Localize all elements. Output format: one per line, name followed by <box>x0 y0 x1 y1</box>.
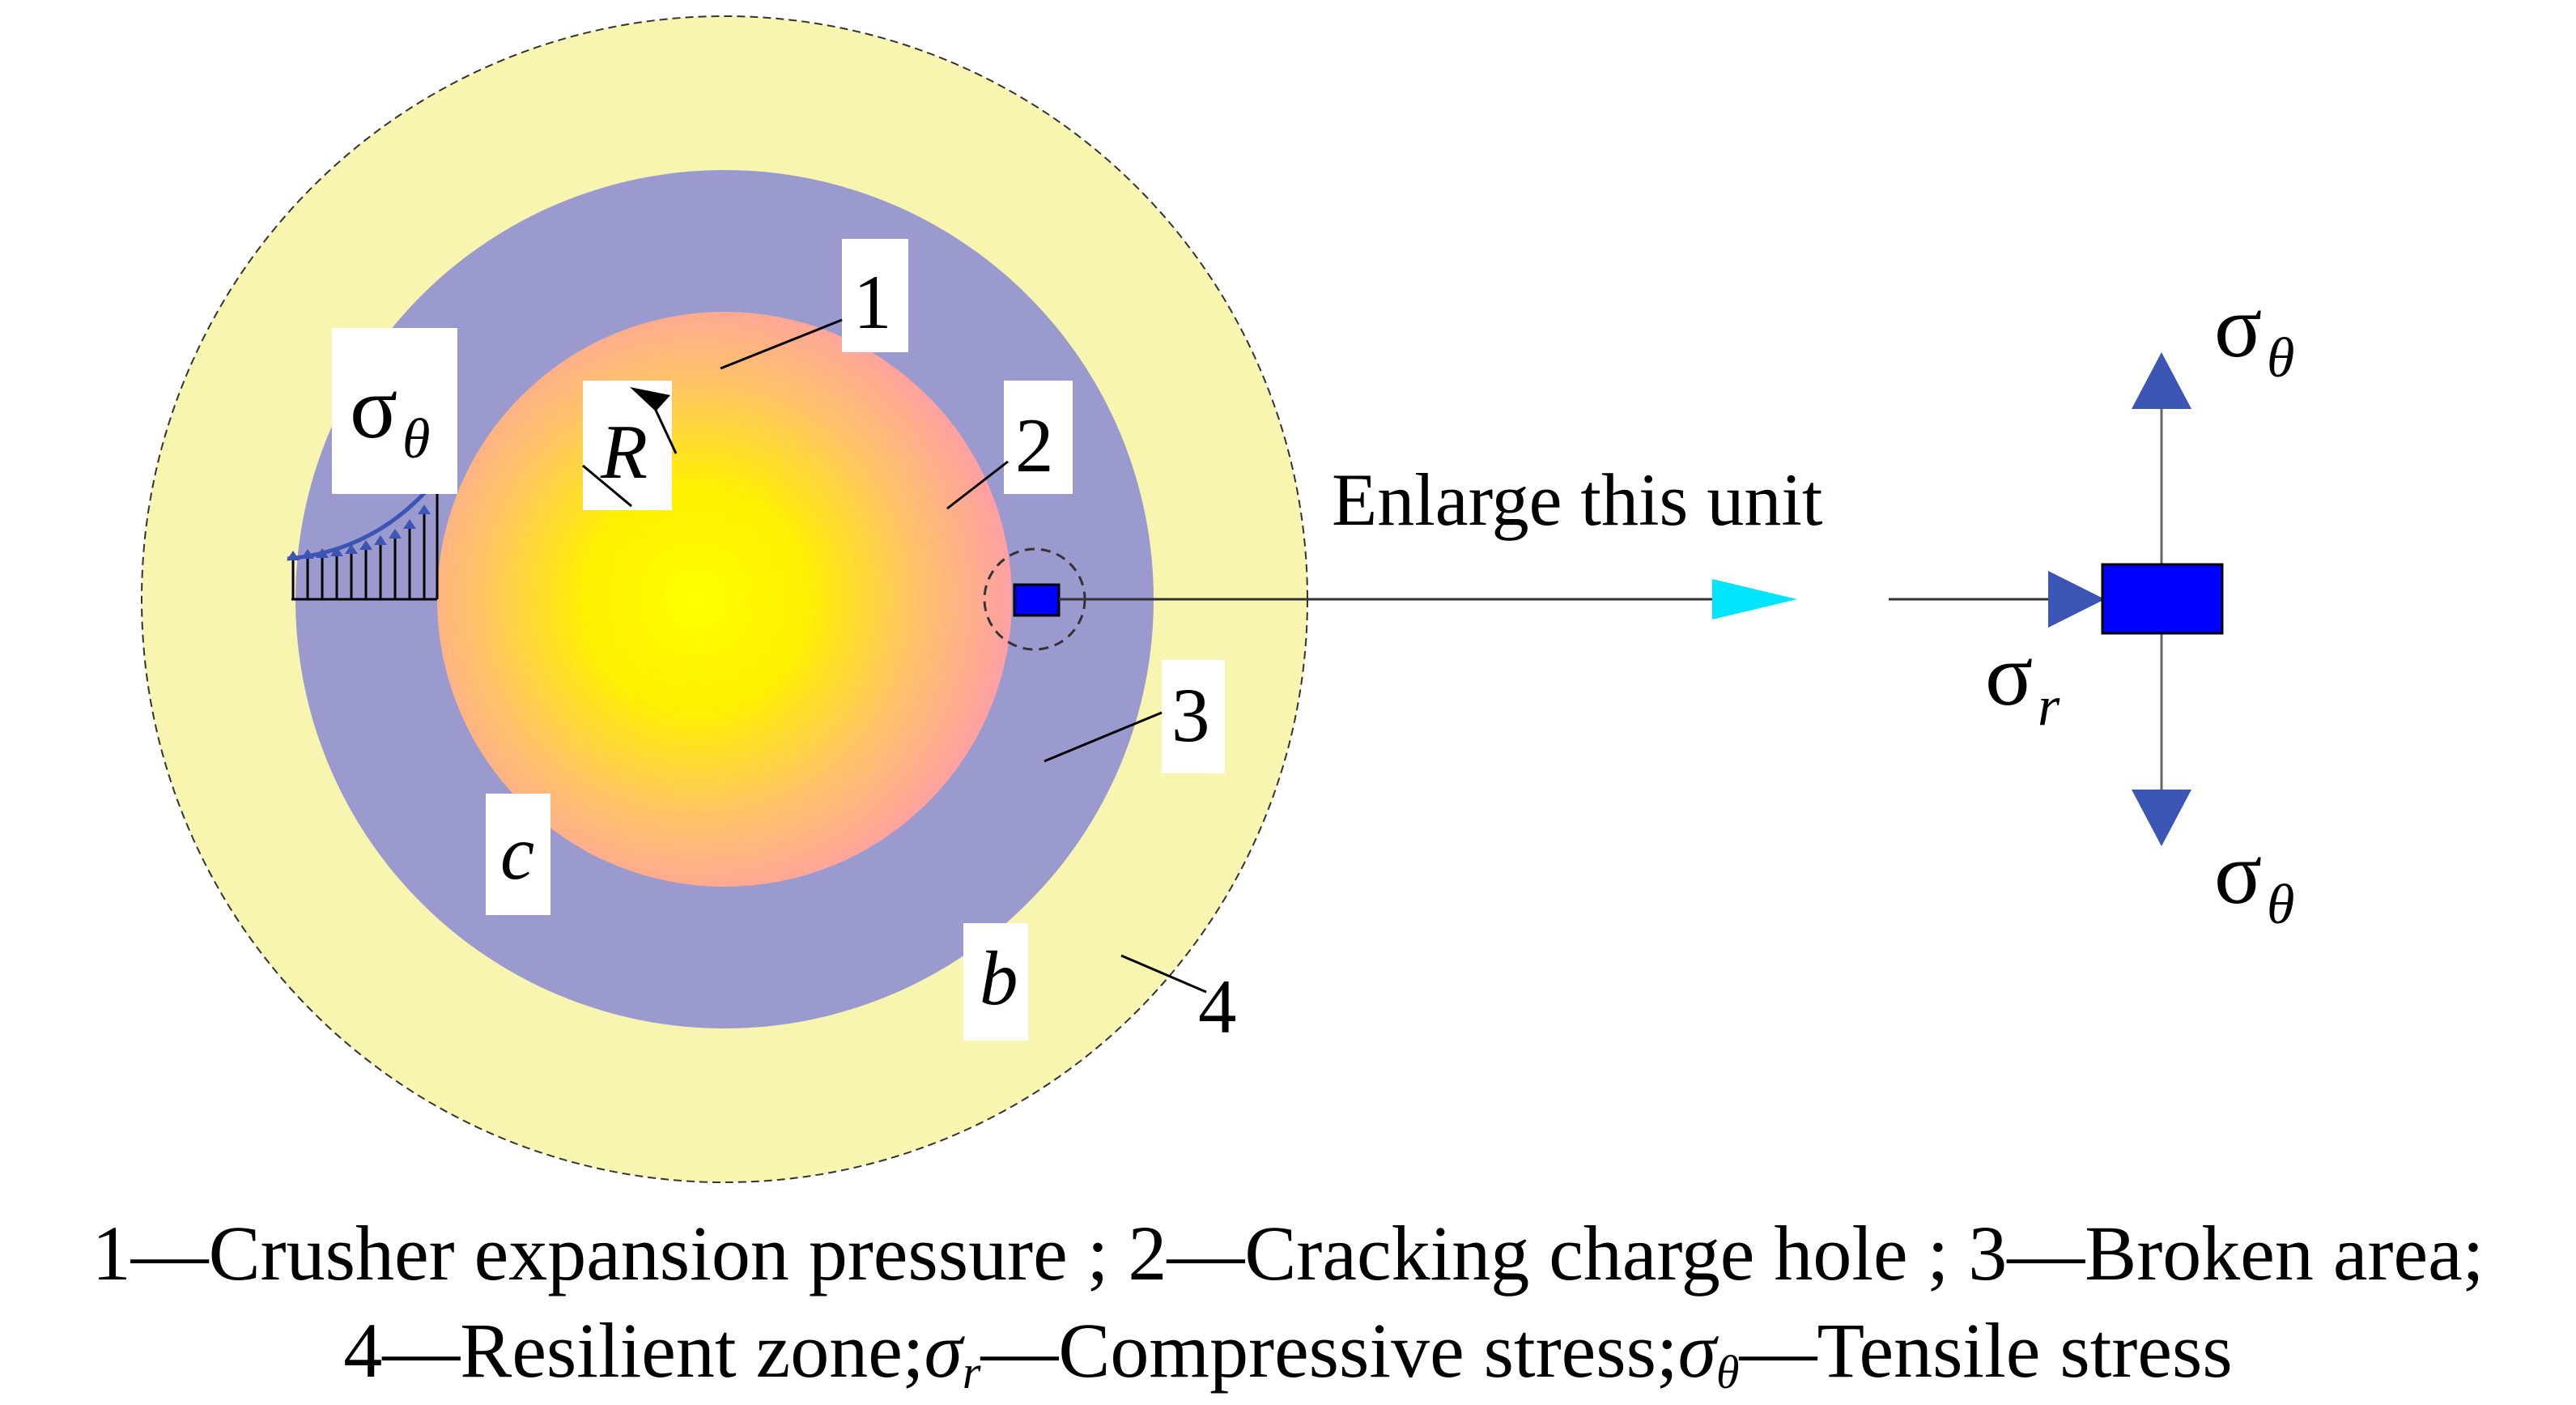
radius-marker <box>630 387 678 454</box>
caption-sigma-theta: σ <box>1677 1307 1717 1394</box>
theta-subscript: θ <box>2267 874 2294 936</box>
caption-sub-r: r <box>962 1346 981 1399</box>
caption-sub-theta: θ <box>1716 1346 1740 1399</box>
leader-lines <box>582 318 1207 994</box>
cyan-arrow-head <box>1712 579 1797 619</box>
label-1: 1 <box>853 259 892 345</box>
caption-line-1: 1—Crusher expansion pressure ; 2—Crackin… <box>0 1215 2576 1292</box>
caption-compressive: —Compressive stress; <box>980 1307 1678 1394</box>
sigma-symbol: σ <box>2214 277 2262 376</box>
caption-text-1: 1—Crusher expansion pressure ; 2—Crackin… <box>91 1210 2485 1296</box>
label-box-3 <box>1162 660 1225 773</box>
sigma-symbol: σ <box>1985 625 2033 724</box>
label-2: 2 <box>1015 402 1054 488</box>
enlarge-label: Enlarge this unit <box>1332 458 1823 541</box>
theta-subscript: θ <box>2267 327 2294 390</box>
theta-subscript: θ <box>402 408 430 470</box>
caption-resilient: 4—Resilient zone; <box>343 1307 925 1394</box>
label-b: b <box>980 935 1018 1021</box>
label-box-2 <box>1004 381 1073 494</box>
sigma-theta-left: σ θ <box>350 358 430 470</box>
sigma-r-label: σ r <box>1985 625 2060 738</box>
label-4: 4 <box>1198 964 1237 1049</box>
sigma-theta-top: σ θ <box>2214 277 2294 390</box>
sigma-symbol: σ <box>350 358 397 457</box>
caption-tensile: —Tensile stress <box>1739 1307 2233 1394</box>
label-3: 3 <box>1171 672 1210 758</box>
r-subscript: r <box>2038 675 2060 738</box>
caption-sigma-r: σ <box>924 1307 963 1394</box>
caption-line-2: 4—Resilient zone;σr—Compressive stress;σ… <box>0 1312 2576 1396</box>
label-box-sigma-theta-left <box>332 328 457 494</box>
sigma-theta-down-arrow <box>2132 790 2191 846</box>
label-box-b <box>963 923 1028 1041</box>
enlarged-unit <box>1889 352 2224 846</box>
label-box-1 <box>842 239 908 352</box>
sigma-theta-bottom: σ θ <box>2214 824 2294 936</box>
label-R: R <box>600 409 648 495</box>
unit-element-small <box>1013 583 1061 617</box>
unit-element-large <box>2101 563 2224 635</box>
sigma-theta-up-arrow <box>2132 352 2191 409</box>
label-c: c <box>500 810 534 896</box>
sigma-r-arrow <box>2048 571 2105 628</box>
label-box-c <box>486 794 550 915</box>
sigma-symbol: σ <box>2214 824 2262 922</box>
charge-hole <box>437 312 1012 887</box>
